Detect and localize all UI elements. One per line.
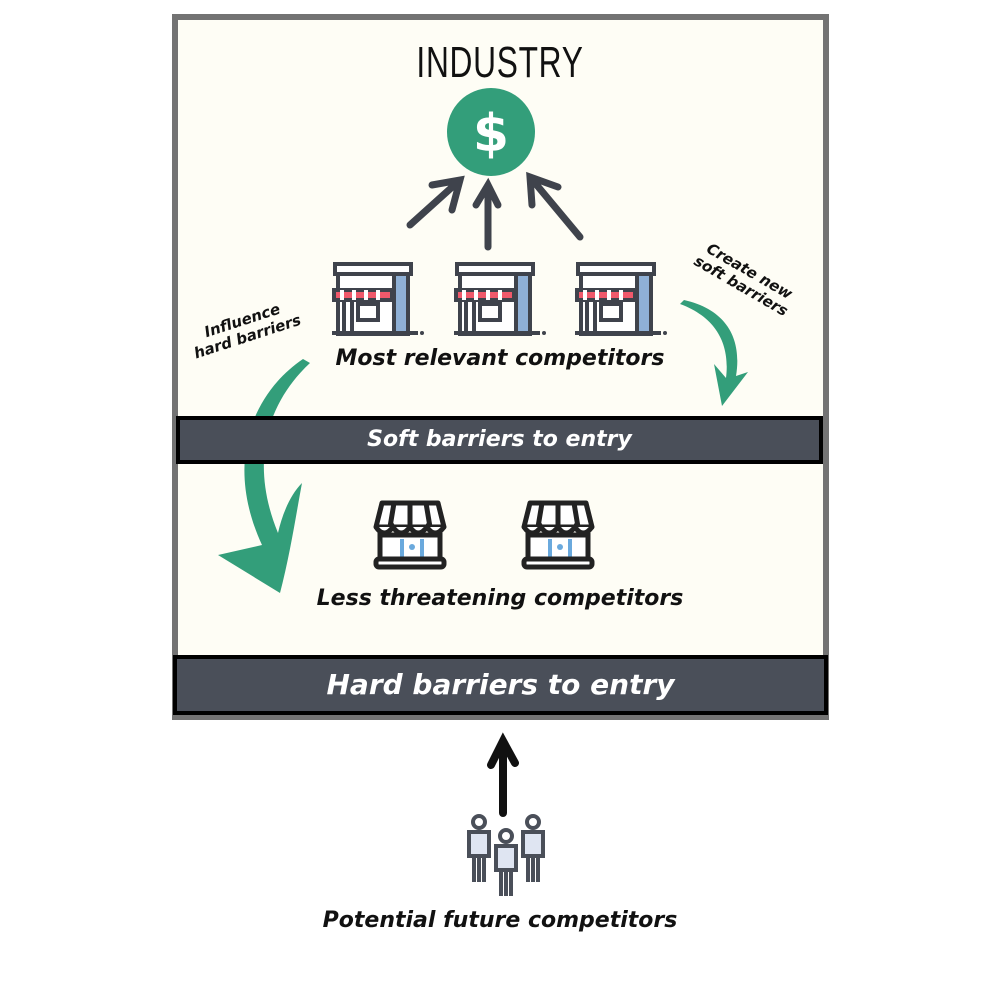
arrow-right <box>526 171 584 241</box>
hard-barriers-bar: Hard barriers to entry <box>173 655 828 715</box>
arrow-center <box>472 177 502 251</box>
store-icon <box>575 262 667 336</box>
potential-future-competitors-label: Potential future competitors <box>322 908 678 933</box>
create-soft-barriers-arrow <box>680 300 748 406</box>
people-group-icon <box>467 814 545 896</box>
kiosk-icon <box>373 500 447 570</box>
svg-text:$: $ <box>473 104 509 164</box>
influence-arrow <box>218 359 310 593</box>
industry-title: INDUSTRY <box>416 38 584 87</box>
dollar-coin-icon: $ <box>447 88 535 176</box>
most-relevant-competitors-label: Most relevant competitors <box>335 346 665 371</box>
store-icon <box>332 262 424 336</box>
arrow-left <box>406 175 465 229</box>
hard-barriers-label: Hard barriers to entry <box>326 668 675 701</box>
soft-barriers-bar: Soft barriers to entry <box>176 416 823 464</box>
store-icon <box>454 262 546 336</box>
soft-barriers-label: Soft barriers to entry <box>367 427 632 452</box>
kiosk-icon <box>521 500 595 570</box>
arrows-to-revenue <box>406 171 584 251</box>
less-threatening-competitors-label: Less threatening competitors <box>316 586 684 611</box>
entry-arrow <box>487 732 519 817</box>
